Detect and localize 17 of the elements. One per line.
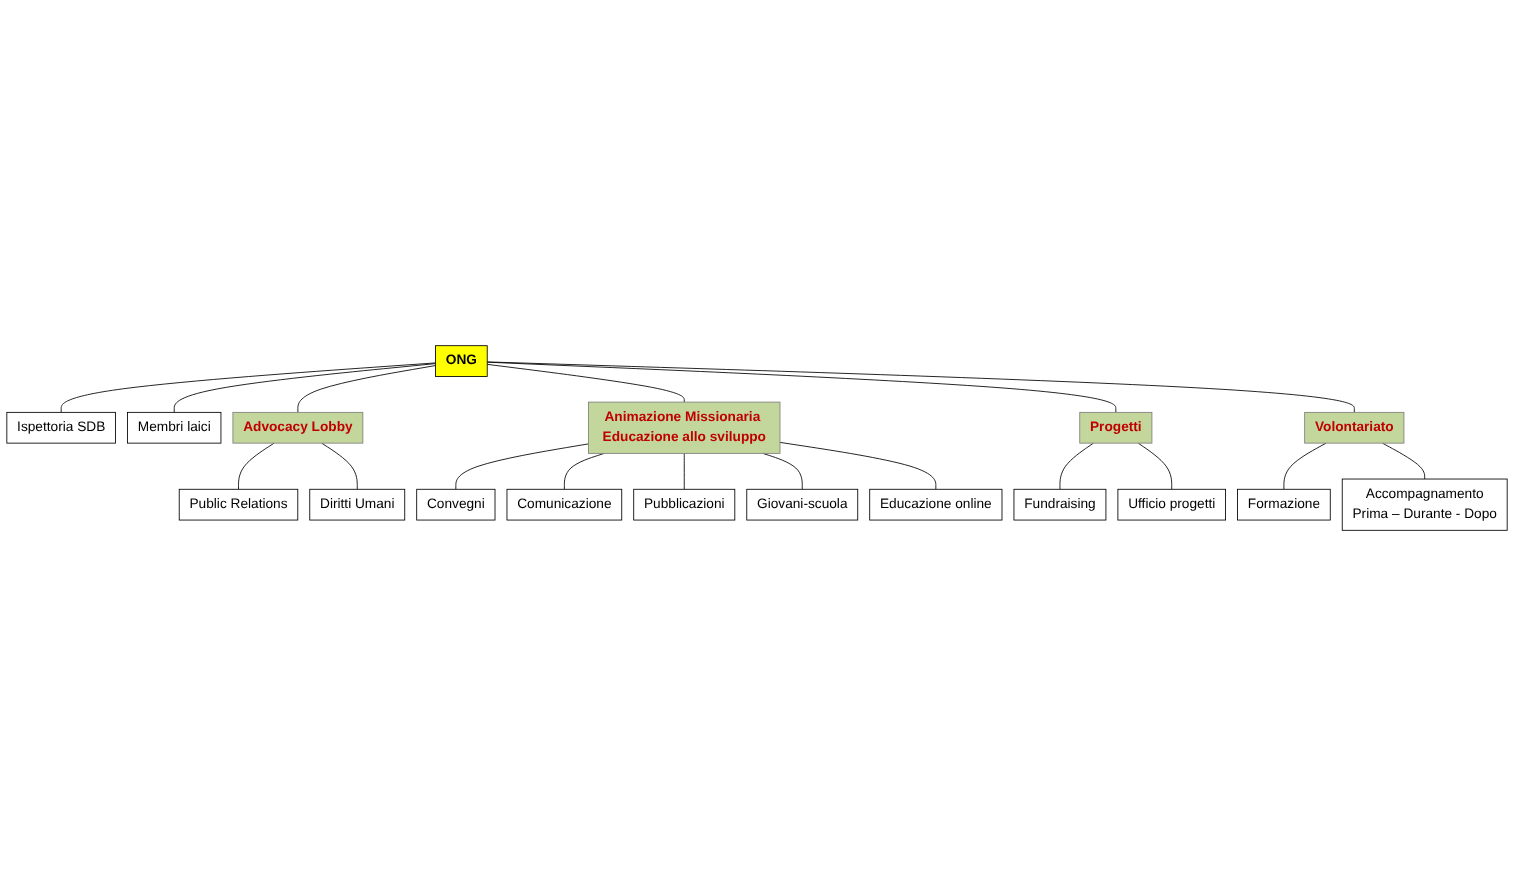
connector bbox=[486, 363, 685, 403]
connector bbox=[762, 452, 803, 490]
connector bbox=[1059, 442, 1094, 490]
connector bbox=[683, 452, 685, 490]
connector bbox=[779, 441, 937, 490]
connector bbox=[321, 442, 358, 490]
connector bbox=[238, 442, 275, 490]
connector bbox=[1283, 442, 1327, 490]
connector bbox=[173, 363, 436, 413]
connector bbox=[60, 362, 436, 413]
connector bbox=[297, 365, 436, 413]
connector bbox=[1137, 442, 1173, 490]
connector bbox=[1382, 442, 1426, 480]
connector bbox=[486, 361, 1117, 413]
connector bbox=[563, 452, 605, 490]
connector bbox=[486, 361, 1355, 413]
connector bbox=[455, 443, 589, 490]
